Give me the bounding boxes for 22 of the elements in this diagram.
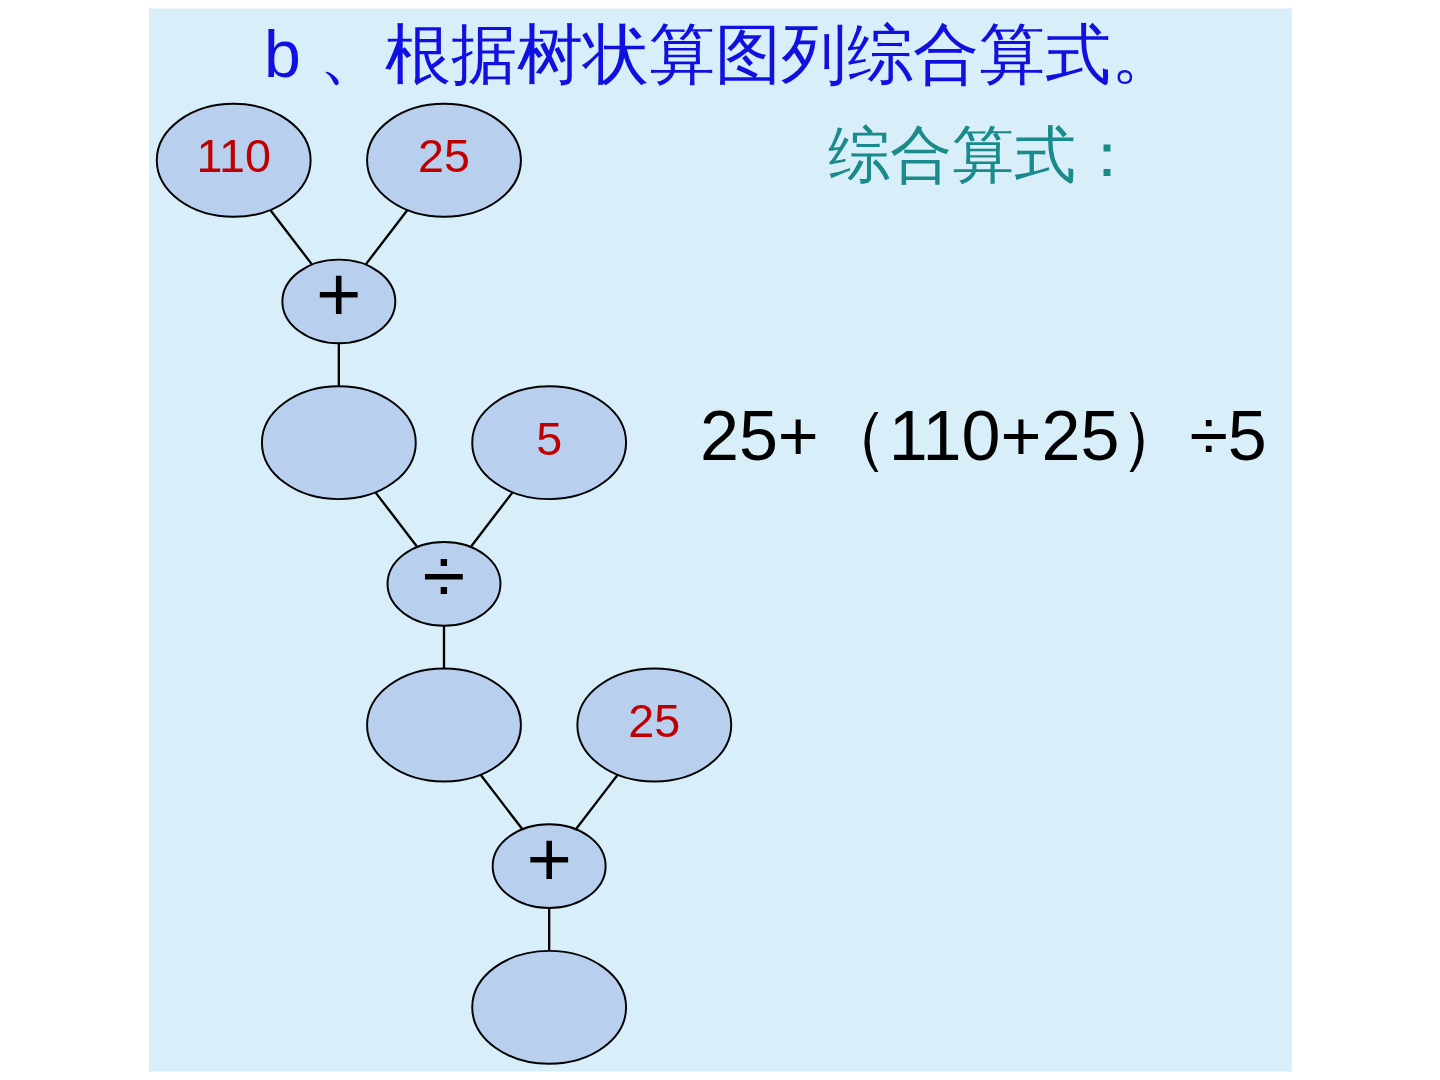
connector [469,491,513,547]
connector [364,209,408,265]
connector [337,343,340,386]
node-ellipse: ÷ [386,540,501,627]
node-ellipse: 25 [575,667,732,783]
node-ellipse: + [491,823,607,909]
node-ellipse [260,385,417,501]
node-ellipse: + [280,258,396,345]
connector [575,774,618,830]
node-ellipse: 5 [470,385,627,501]
connector [374,491,418,547]
diagram-title: b 、根据树状算图列综合算式。 [263,16,1177,91]
node-ellipse [470,949,627,1065]
connector [479,774,523,830]
connector [547,908,550,951]
node-ellipse: 110 [155,102,312,218]
connector [442,626,445,669]
connector [269,209,312,265]
node-ellipse: 25 [365,102,522,218]
label: 25+（110+25）÷5 [699,396,1267,475]
label: 综合算式： [827,120,1138,190]
node-ellipse [365,667,522,783]
